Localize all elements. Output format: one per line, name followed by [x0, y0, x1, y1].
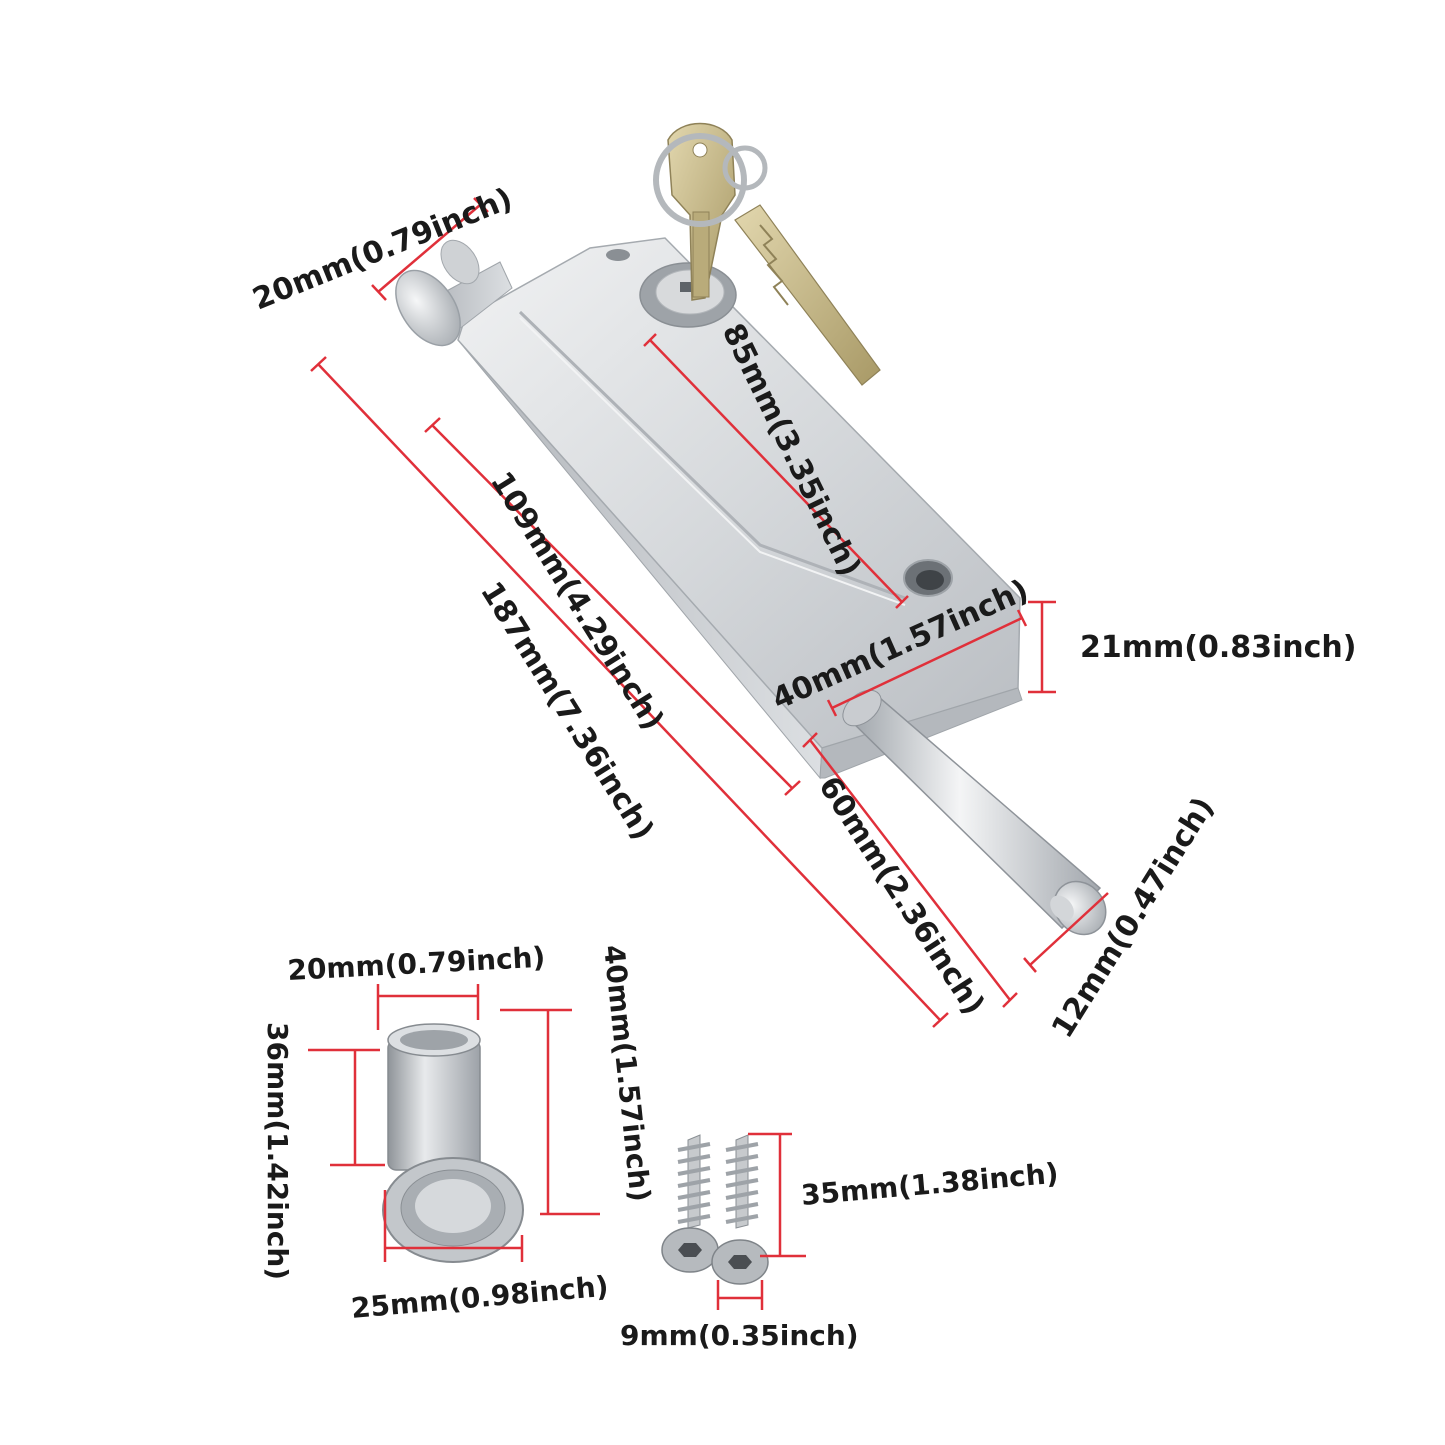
socket-sleeve [382, 1023, 524, 1263]
lock-cylinder-icon [639, 262, 737, 328]
label-socket-diameter: 20mm(0.79inch) [287, 941, 546, 987]
label-socket-length: 40mm(1.57inch) [597, 943, 657, 1203]
dimension-lines [308, 197, 1109, 1310]
label-socket-tube-length: 36mm(1.42inch) [261, 1022, 294, 1280]
lock-knob [395, 239, 513, 347]
label-body-height: 21mm(0.83inch) [1080, 630, 1357, 665]
key-icon [653, 122, 881, 386]
bolt-pin [842, 689, 1107, 936]
screw-icon [661, 1134, 769, 1285]
label-screw-length: 35mm(1.38inch) [800, 1157, 1060, 1212]
label-socket-flange-diameter: 25mm(0.98inch) [350, 1270, 610, 1325]
label-screw-head-diameter: 9mm(0.35inch) [620, 1319, 859, 1352]
